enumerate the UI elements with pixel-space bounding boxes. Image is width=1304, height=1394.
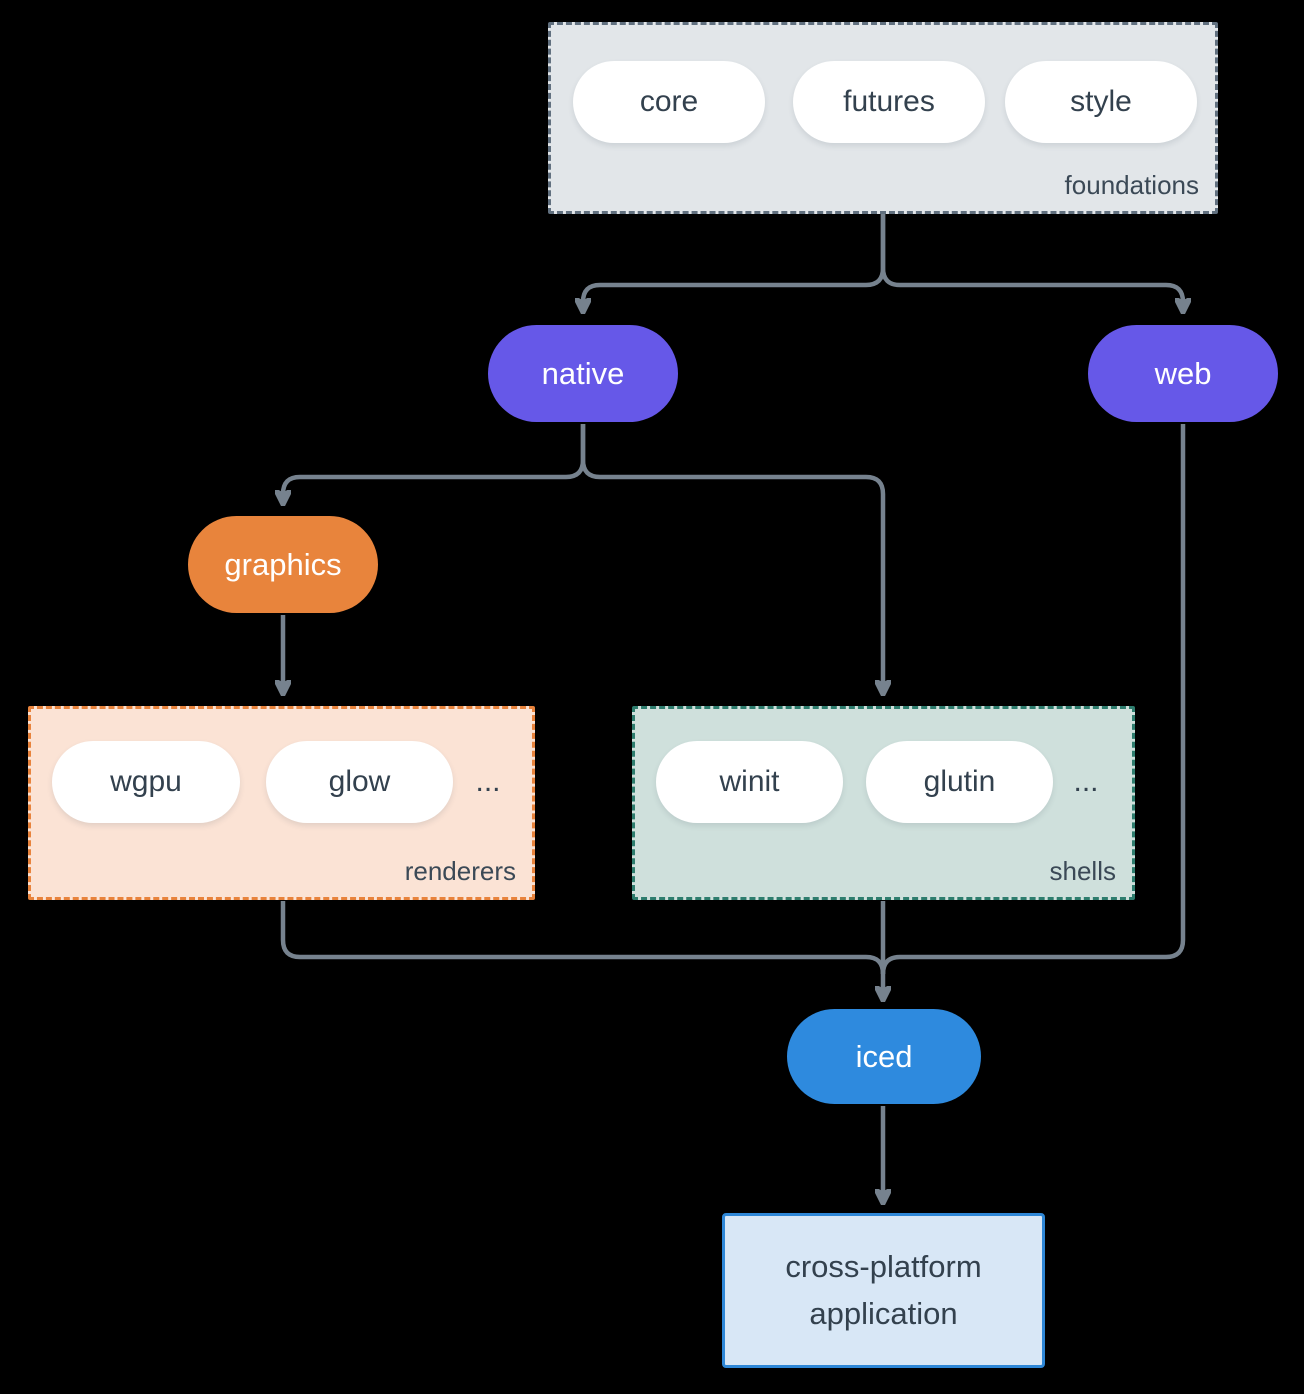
application-label-line2: application	[809, 1295, 958, 1331]
edge-foundations-to-native	[583, 214, 886, 312]
node-winit: winit	[656, 741, 843, 823]
group-renderers: wgpu glow ... renderers	[28, 706, 535, 900]
application-label-line1: cross-platform	[785, 1249, 982, 1284]
group-shells: winit glutin ... shells	[632, 706, 1135, 900]
node-glutin: glutin	[866, 741, 1053, 823]
node-core: core	[573, 61, 765, 143]
edge-native-to-graphics	[283, 424, 586, 504]
edge-foundations-to-web	[880, 214, 1183, 312]
node-style: style	[1005, 61, 1197, 143]
node-graphics: graphics	[188, 516, 378, 613]
edge-native-to-shells	[580, 424, 883, 694]
node-wgpu: wgpu	[52, 741, 240, 823]
node-futures: futures	[793, 61, 985, 143]
node-native: native	[488, 325, 678, 422]
node-glow: glow	[266, 741, 453, 823]
shells-group-label: shells	[1049, 856, 1116, 886]
foundations-group-label: foundations	[1064, 170, 1199, 200]
node-iced: iced	[787, 1009, 981, 1104]
node-cross-platform-application: cross-platform application	[722, 1213, 1045, 1368]
edge-renderers-to-merge	[280, 901, 886, 975]
renderers-ellipsis: ...	[475, 765, 501, 798]
renderers-group-label: renderers	[404, 856, 516, 886]
node-web: web	[1088, 325, 1278, 422]
shells-ellipsis: ...	[1073, 765, 1099, 798]
group-foundations: core futures style foundations	[548, 22, 1218, 214]
